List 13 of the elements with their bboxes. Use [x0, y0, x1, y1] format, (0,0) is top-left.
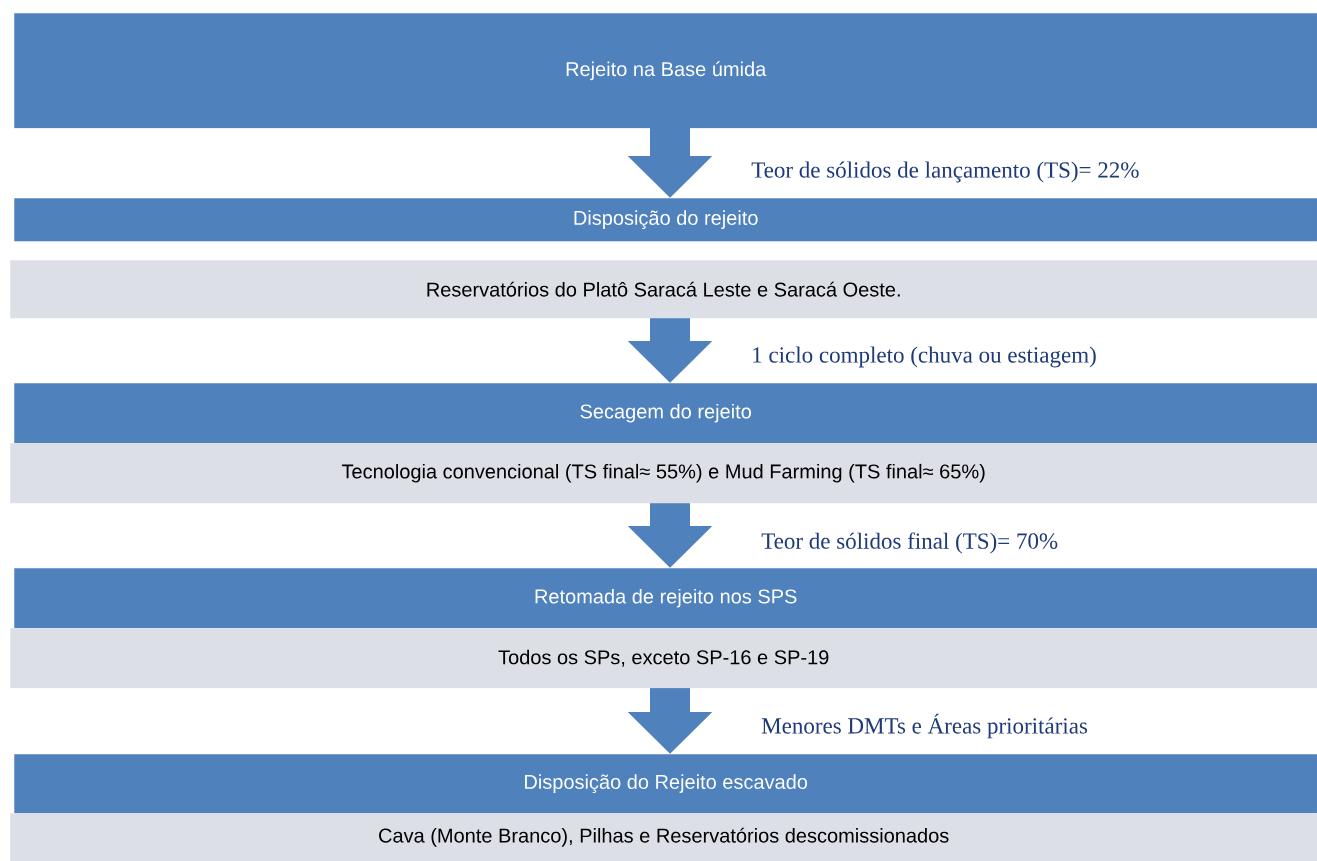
step-band: Disposição do rejeito — [14, 198, 1317, 242]
step-band: Rejeito na Base úmida — [14, 13, 1317, 129]
detail-band: Todos os SPs, exceto SP-16 e SP-19 — [10, 628, 1317, 689]
step-band: Secagem do rejeito — [14, 383, 1317, 444]
edge-label: 1 ciclo completo (chuva ou estiagem) — [750, 345, 1098, 369]
edge-label: Teor de sólidos final (TS)= 70% — [760, 531, 1060, 555]
step-band: Disposição do Rejeito escavado — [14, 754, 1317, 814]
detail-band: Tecnologia convencional (TS final≈ 55%) e Mud Farming (TS final≈ 65%) — [10, 443, 1317, 504]
edge-label: Teor de sólidos de lançamento (TS)= 22% — [750, 160, 1141, 184]
step-band: Retomada de rejeito nos SPS — [14, 568, 1317, 629]
edge-label: Menores DMTs e Áreas prioritárias — [760, 712, 1089, 740]
detail-band: Reservatórios do Platô Saracá Leste e Saracá Oeste. — [10, 260, 1317, 319]
detail-band: Cava (Monte Branco), Pilhas e Reservatórios descomissionados — [10, 813, 1317, 861]
